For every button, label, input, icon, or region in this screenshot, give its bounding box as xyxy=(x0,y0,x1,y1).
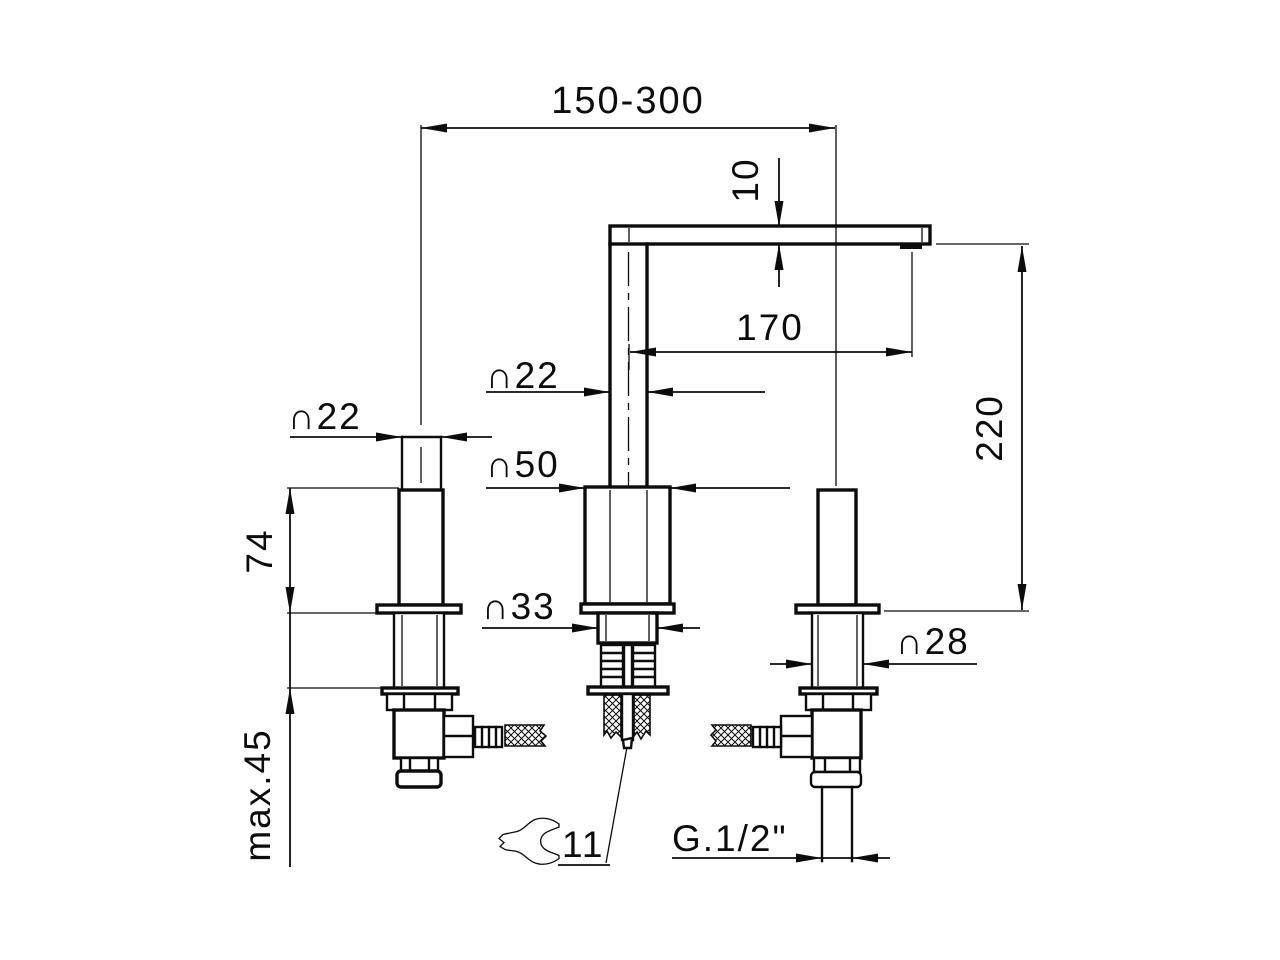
right-handle-grip xyxy=(816,488,858,607)
right-shank xyxy=(810,611,865,690)
dim-base-diameter-label: ∩50 xyxy=(486,444,560,485)
left-valve xyxy=(375,435,548,789)
left-clamp-nut xyxy=(385,692,454,712)
dim-right-shank-diameter-label: ∩28 xyxy=(896,621,970,662)
hose-connectors xyxy=(599,643,657,689)
dim-spacing-label: 150-300 xyxy=(551,80,704,122)
left-outlet-cap xyxy=(395,769,443,789)
dim-max-deck-thickness-label: max.45 xyxy=(237,728,278,861)
dim-center-shank-diameter-label: ∩33 xyxy=(482,586,556,627)
tail-stud xyxy=(621,736,634,750)
dim-spout-reach-label: 170 xyxy=(736,307,804,348)
dim-thread-label: G.1/2" xyxy=(672,818,788,859)
dimensions: 150-300 10 170 220 ∩22 ∩22 ∩50 xyxy=(237,80,1029,867)
right-clamp-nut xyxy=(804,692,873,712)
dim-spout-thickness-label: 10 xyxy=(725,157,766,202)
dim-left-handle-diameter-label: ∩22 xyxy=(288,396,362,437)
right-hose xyxy=(709,724,752,747)
left-valve-body xyxy=(392,708,446,760)
spout-unit xyxy=(579,224,932,750)
left-deck-flange xyxy=(375,603,463,615)
spout-arm xyxy=(608,224,932,246)
right-pipe-collar xyxy=(809,770,863,789)
dim-spout-height-label: 220 xyxy=(969,394,1010,462)
wrench-leader-line xyxy=(605,746,628,864)
left-hose xyxy=(504,724,548,747)
flexible-tails xyxy=(603,692,651,750)
left-handle-grip xyxy=(397,488,445,607)
spout-base xyxy=(583,485,672,606)
right-deck-flange xyxy=(794,603,881,615)
right-valve-body xyxy=(810,708,863,760)
spout-shank xyxy=(596,611,659,645)
spout-outlet xyxy=(900,244,922,249)
right-valve xyxy=(709,488,881,863)
dim-wrench-size-label: 11 xyxy=(562,824,604,865)
dim-spout-column-diameter-label: ∩22 xyxy=(486,355,560,396)
wrench-icon xyxy=(498,817,560,865)
dim-left-body-height-label: 74 xyxy=(239,528,280,573)
